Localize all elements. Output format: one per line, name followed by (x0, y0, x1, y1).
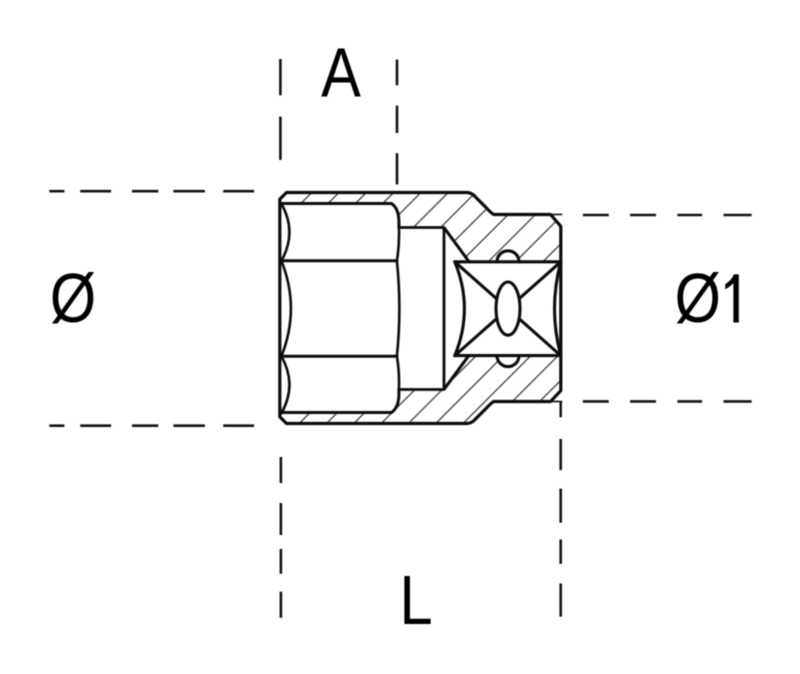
svg-text:Ø: Ø (675, 258, 721, 337)
svg-text:L: L (399, 560, 432, 639)
svg-text:Ø: Ø (50, 258, 96, 337)
svg-text:A: A (321, 33, 361, 112)
